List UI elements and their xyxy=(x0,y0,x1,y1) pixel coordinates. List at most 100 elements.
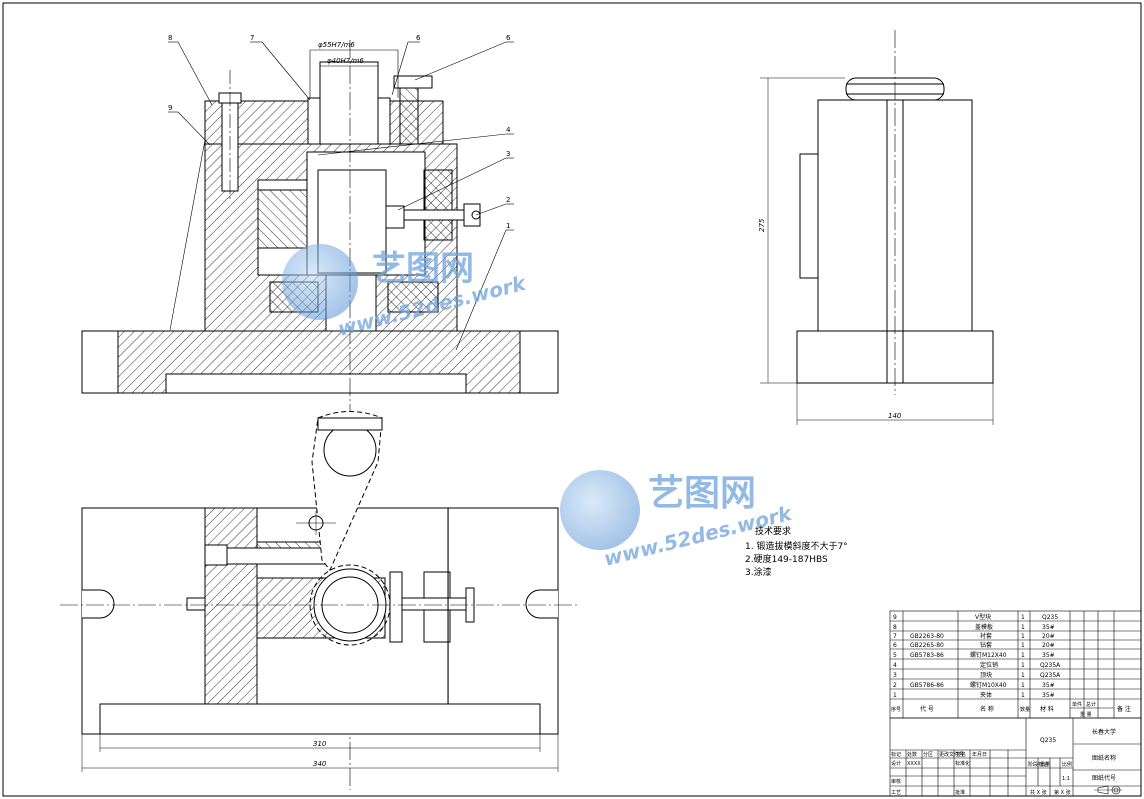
leader-lines xyxy=(168,41,514,351)
title-date: 年月日 xyxy=(972,751,987,758)
bom-no: 2 xyxy=(893,682,897,689)
bom-no: 1 xyxy=(893,692,897,699)
bom-qty: 1 xyxy=(1021,662,1025,669)
watermark-brand: 艺图网 xyxy=(372,249,474,289)
title-design: 设计 xyxy=(891,760,901,767)
bom-code: GB5786-86 xyxy=(910,682,944,689)
bom-qty: 1 xyxy=(1021,614,1025,621)
balloon-6a: 6 xyxy=(416,34,421,42)
bom-name: 钻套 xyxy=(980,641,992,649)
bom-code: GB2265-80 xyxy=(910,642,944,649)
bom-qty: 1 xyxy=(1021,624,1025,631)
balloon-3: 3 xyxy=(506,150,510,158)
title-standardize: 标准化 xyxy=(955,760,970,767)
bom-name: 夹体 xyxy=(980,691,992,699)
balloon-6b: 6 xyxy=(506,34,511,42)
bom-header-total: 总计 xyxy=(1086,701,1096,708)
bom-table xyxy=(889,610,1142,719)
front-view xyxy=(81,40,559,790)
bom-no: 7 xyxy=(893,633,897,640)
bom-qty: 1 xyxy=(1021,633,1025,640)
requirement-2: 2.硬度149-187HBS xyxy=(745,553,828,565)
bom-header-no: 序号 xyxy=(891,706,901,713)
bom-header-weight: 重 量 xyxy=(1080,711,1092,718)
title-review: 审核 xyxy=(891,778,901,785)
bom-material: 20# xyxy=(1042,642,1055,649)
title-weight-label: 重量 xyxy=(1040,761,1050,768)
bom-header-qty: 数量 xyxy=(1020,706,1030,713)
bom-material: 20# xyxy=(1042,633,1055,640)
bom-no: 9 xyxy=(893,614,897,621)
projection-symbol-icon xyxy=(1094,785,1122,795)
bom-no: 4 xyxy=(893,662,897,669)
balloon-9: 9 xyxy=(168,104,172,112)
title-count: 处数 xyxy=(907,751,917,758)
title-block xyxy=(889,717,1142,797)
bom-no: 3 xyxy=(893,672,897,679)
bom-header-note: 备 注 xyxy=(1117,705,1131,713)
bom-rows: 9 V型块 1 Q235 8 盖模板 1 35# 7 GB2263-80 衬套 … xyxy=(891,613,1131,718)
bom-name: 衬套 xyxy=(980,632,992,640)
title-sheet-total: 共 X 张 xyxy=(1030,789,1047,796)
bom-qty: 1 xyxy=(1021,682,1025,689)
bom-material: Q235A xyxy=(1040,662,1061,669)
bom-no: 6 xyxy=(893,642,897,649)
requirements-title: 技术要求 xyxy=(755,525,791,537)
title-signature: 签名 xyxy=(956,751,966,758)
bom-qty: 1 xyxy=(1021,672,1025,679)
balloon-2: 2 xyxy=(506,196,510,204)
bom-qty: 1 xyxy=(1021,692,1025,699)
balloon-1: 1 xyxy=(506,222,510,230)
bom-name: V型块 xyxy=(975,613,991,621)
bom-material: Q235A xyxy=(1040,672,1061,679)
title-design-value: XXXX xyxy=(907,761,921,767)
title-sheet-no: 第 X 张 xyxy=(1054,789,1071,796)
title-stage-mark: 阶段标记 xyxy=(1028,761,1048,768)
bom-material: 35# xyxy=(1042,624,1055,631)
balloon-8: 8 xyxy=(168,34,172,42)
title-drawing-name: 图纸名称 xyxy=(1092,754,1116,762)
bom-qty: 1 xyxy=(1021,642,1025,649)
requirement-3: 3.涂漆 xyxy=(745,566,772,578)
title-process: 工艺 xyxy=(891,790,901,796)
title-material: Q235 xyxy=(1040,737,1056,744)
title-scale: 1:1 xyxy=(1062,776,1070,782)
requirement-1: 1. 锻造拔模斜度不大于7° xyxy=(745,540,848,552)
title-university: 长春大学 xyxy=(1092,728,1116,736)
watermark-brand: 艺图网 xyxy=(648,473,756,514)
bom-name: 盖模板 xyxy=(975,623,993,631)
title-change-doc: 更改文件号 xyxy=(939,751,964,758)
title-scale-label: 比例 xyxy=(1062,761,1072,768)
bom-header-code: 代 号 xyxy=(920,705,934,713)
bom-material: 35# xyxy=(1042,652,1055,659)
bom-name: 螺钉M10X40 xyxy=(970,681,1007,689)
bom-name: 螺钉M12X40 xyxy=(970,651,1007,659)
dim-height: 275 xyxy=(758,218,766,232)
bom-no: 8 xyxy=(893,624,897,631)
title-zone: 分区 xyxy=(923,751,933,758)
dim-side-width: 140 xyxy=(888,412,902,420)
dim-bore-large: φ55H7/m6 xyxy=(318,41,355,49)
top-view xyxy=(60,411,580,772)
dimension-bores xyxy=(309,49,399,98)
dim-bore-small: φ40H7/m6 xyxy=(327,57,364,65)
bom-material: 35# xyxy=(1042,692,1055,699)
dim-base-inner: 310 xyxy=(313,740,327,748)
dim-base-outer: 340 xyxy=(313,760,327,768)
title-drawing-code: 图纸代号 xyxy=(1092,774,1116,782)
bom-header-name: 名 称 xyxy=(980,705,994,713)
bom-qty: 1 xyxy=(1021,652,1025,659)
balloon-7: 7 xyxy=(250,34,254,42)
bom-header-material: 材 料 xyxy=(1040,705,1054,713)
title-mark: 标记 xyxy=(891,751,901,758)
title-approve: 批准 xyxy=(955,789,965,796)
bom-code: GB5783-86 xyxy=(910,652,944,659)
globe-logo-icon xyxy=(282,244,358,320)
bom-name: 定位销 xyxy=(980,661,998,669)
bom-name: 顶块 xyxy=(980,671,992,679)
globe-logo-icon xyxy=(560,470,640,550)
bom-header-unit: 单件 xyxy=(1072,701,1082,708)
balloon-4: 4 xyxy=(506,126,511,134)
